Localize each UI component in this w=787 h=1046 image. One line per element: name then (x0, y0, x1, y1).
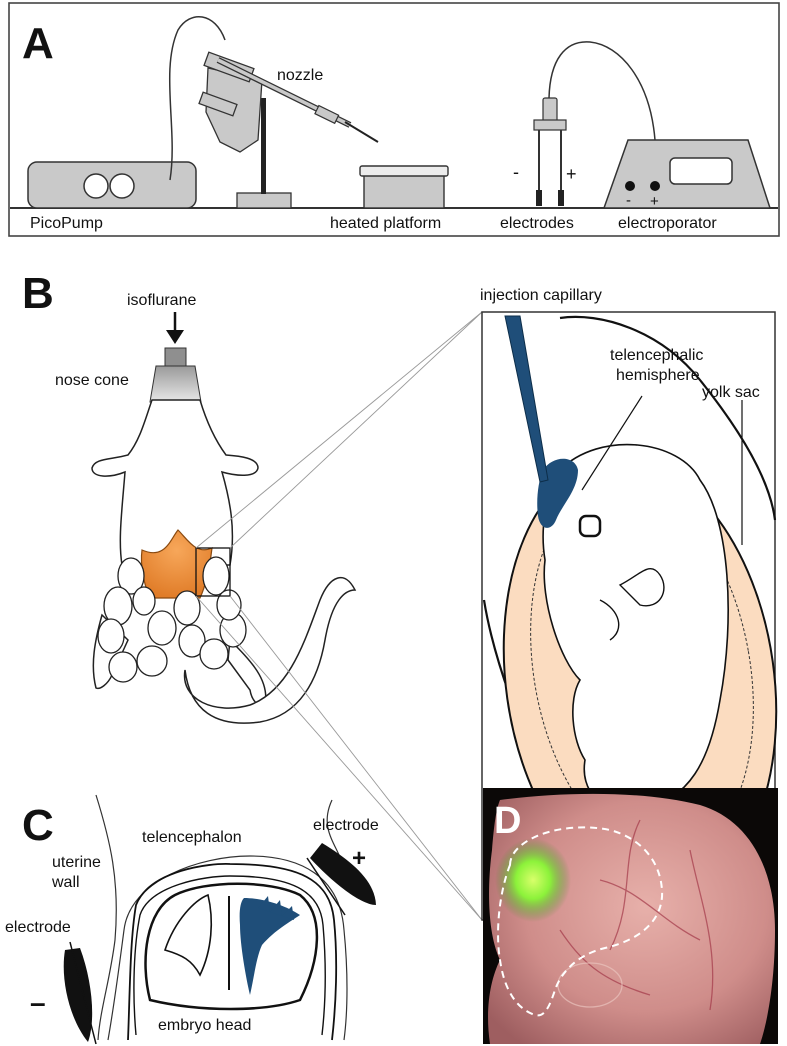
uterine-label-c: uterine (52, 854, 101, 871)
pump-knob-left (84, 174, 108, 198)
electroporator-label: electroporator (618, 215, 717, 232)
embryo-head-section (128, 864, 336, 1040)
isoflurane-label: isoflurane (127, 292, 196, 309)
nose-cone (150, 366, 201, 402)
yolk-sac-label: yolk sac (702, 384, 760, 401)
nozzle-label: nozzle (277, 67, 323, 84)
panel-c: C telencephalon uterine wall electrode e… (5, 795, 379, 1044)
electroporator-plus-sign: + (650, 193, 659, 210)
heated-platform-label: heated platform (330, 215, 441, 232)
minus-sign: – (30, 987, 46, 1018)
electroporator-display (670, 158, 732, 184)
panel-d-letter: D (494, 800, 521, 842)
telencephalon-label: telencephalon (142, 829, 242, 846)
electrode-right-label: electrode (313, 817, 379, 834)
electrodes-label: electrodes (500, 215, 574, 232)
telencephalic-label: telencephalic (610, 347, 703, 364)
uterine-wall-left (96, 795, 116, 1040)
nose-cone-label: nose cone (55, 372, 129, 389)
injection-capillary-label: injection capillary (480, 287, 602, 304)
panel-b-letter: B (22, 269, 54, 318)
picopump-label: PicoPump (30, 215, 103, 232)
gfp-fluorescence (495, 838, 571, 922)
hemisphere-label: hemisphere (616, 367, 700, 384)
panel-a: A PicoPump nozzle heated platfor (9, 3, 779, 236)
electrode-minus-sign: - (513, 162, 519, 182)
embryo-head-label: embryo head (158, 1017, 251, 1034)
telencephalon-outline (146, 884, 317, 1009)
nose-cone-tip (165, 348, 186, 366)
panel-c-letter: C (22, 801, 54, 850)
panel-a-letter: A (22, 19, 54, 68)
panel-d: D (483, 788, 778, 1044)
electroporator-minus-sign: - (626, 192, 631, 209)
electrode-negative (64, 942, 96, 1044)
heated-platform (360, 166, 448, 208)
electrode-left-label: electrode (5, 919, 71, 936)
left-ventricle (165, 895, 211, 975)
isoflurane-arrow (166, 312, 184, 344)
wall-label-c: wall (51, 874, 80, 891)
embryo-eye (580, 516, 600, 536)
plus-sign: + (352, 845, 366, 872)
pump-knob-right (110, 174, 134, 198)
electrode-plus-sign: + (566, 164, 577, 184)
